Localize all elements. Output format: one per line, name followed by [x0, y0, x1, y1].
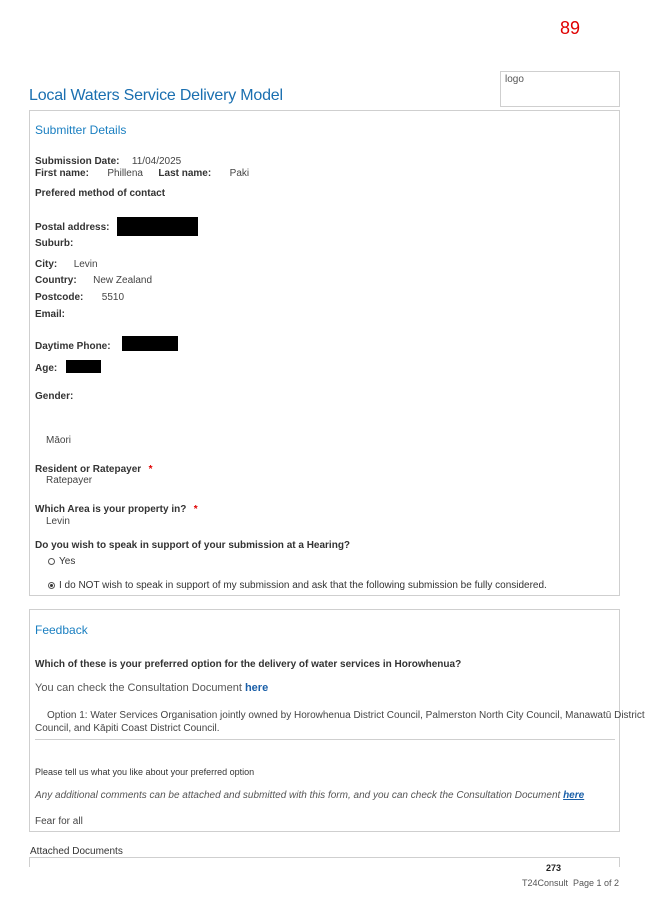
- feedback-answer: Fear for all: [35, 816, 83, 827]
- name-row: First name: Phillena Last name: Paki: [35, 163, 249, 181]
- submission-date-label: Submission Date:: [35, 156, 120, 167]
- preferred-option-question: Which of these is your preferred option …: [35, 659, 462, 670]
- last-name-value: Paki: [229, 168, 250, 179]
- option-line-2: Council, and Kāpiti Coast District Counc…: [35, 723, 220, 734]
- contact-method-label: Prefered method of contact: [35, 188, 166, 199]
- feedback-panel: [29, 609, 620, 832]
- hearing-option-yes[interactable]: Yes: [48, 556, 75, 567]
- attached-documents-heading: Attached Documents: [30, 846, 123, 857]
- resident-row: Resident or Ratepayer *: [35, 459, 153, 477]
- divider: [35, 739, 615, 740]
- submitter-details-panel: [29, 110, 620, 596]
- daytime-phone-label: Daytime Phone:: [35, 341, 111, 352]
- postcode-row: Postcode: 5510: [35, 287, 124, 305]
- suburb-label: Suburb:: [35, 238, 74, 249]
- gender-label: Gender:: [35, 391, 74, 402]
- area-row: Which Area is your property in? *: [35, 499, 198, 517]
- ethnicity-value: Māori: [46, 435, 72, 446]
- redaction-box: [117, 217, 198, 236]
- consultation-text: You can check the Consultation Document: [35, 682, 242, 694]
- comments-note: Any additional comments can be attached …: [35, 790, 584, 801]
- city-label: City:: [35, 259, 58, 270]
- submitter-details-heading: Submitter Details: [35, 123, 127, 137]
- email-label: Email:: [35, 309, 66, 320]
- hearing-yes-label: Yes: [59, 556, 76, 567]
- age-label: Age:: [35, 363, 58, 374]
- document-number: 273: [546, 863, 562, 873]
- country-label: Country:: [35, 275, 77, 286]
- country-value: New Zealand: [93, 275, 153, 286]
- feedback-heading: Feedback: [35, 623, 88, 637]
- selected-option-text: Option 1: Water Services Organisation jo…: [35, 709, 645, 735]
- page-number: 89: [560, 18, 581, 38]
- logo-placeholder: logo: [500, 71, 620, 107]
- submission-date-row: Submission Date: 11/04/2025: [35, 151, 181, 169]
- city-value: Levin: [73, 259, 98, 270]
- resident-value: Ratepayer: [46, 475, 93, 486]
- last-name-label: Last name:: [158, 168, 212, 179]
- resident-label: Resident or Ratepayer: [35, 464, 142, 475]
- city-row: City: Levin: [35, 254, 98, 272]
- redaction-box: [66, 360, 101, 373]
- comments-link[interactable]: here: [563, 790, 585, 801]
- option-line-1: Option 1: Water Services Organisation jo…: [47, 710, 645, 721]
- redaction-box: [122, 336, 178, 351]
- first-name-label: First name:: [35, 168, 89, 179]
- first-name-value: Phillena: [107, 168, 143, 179]
- area-label: Which Area is your property in?: [35, 504, 187, 515]
- attached-documents-panel: [29, 857, 620, 867]
- required-marker: *: [148, 464, 153, 475]
- comments-text: Any additional comments can be attached …: [35, 790, 561, 801]
- consultation-note: You can check the Consultation Document …: [35, 682, 268, 694]
- page-title: Local Waters Service Delivery Model: [29, 87, 283, 104]
- submission-date-value: 11/04/2025: [131, 156, 182, 167]
- hearing-option-no[interactable]: I do NOT wish to speak in support of my …: [48, 580, 547, 591]
- postcode-value: 5510: [101, 292, 125, 303]
- page-footer: T24Consult Page 1 of 2: [522, 878, 620, 888]
- area-value: Levin: [46, 516, 70, 527]
- like-question: Please tell us what you like about your …: [35, 767, 255, 777]
- radio-unselected-icon[interactable]: [48, 558, 55, 565]
- postal-address-label: Postal address:: [35, 222, 110, 233]
- postcode-label: Postcode:: [35, 292, 84, 303]
- radio-selected-icon[interactable]: [48, 582, 55, 589]
- hearing-no-label: I do NOT wish to speak in support of my …: [59, 580, 547, 591]
- consultation-link[interactable]: here: [244, 682, 269, 694]
- hearing-question: Do you wish to speak in support of your …: [35, 540, 351, 551]
- required-marker: *: [193, 504, 198, 515]
- country-row: Country: New Zealand: [35, 270, 152, 288]
